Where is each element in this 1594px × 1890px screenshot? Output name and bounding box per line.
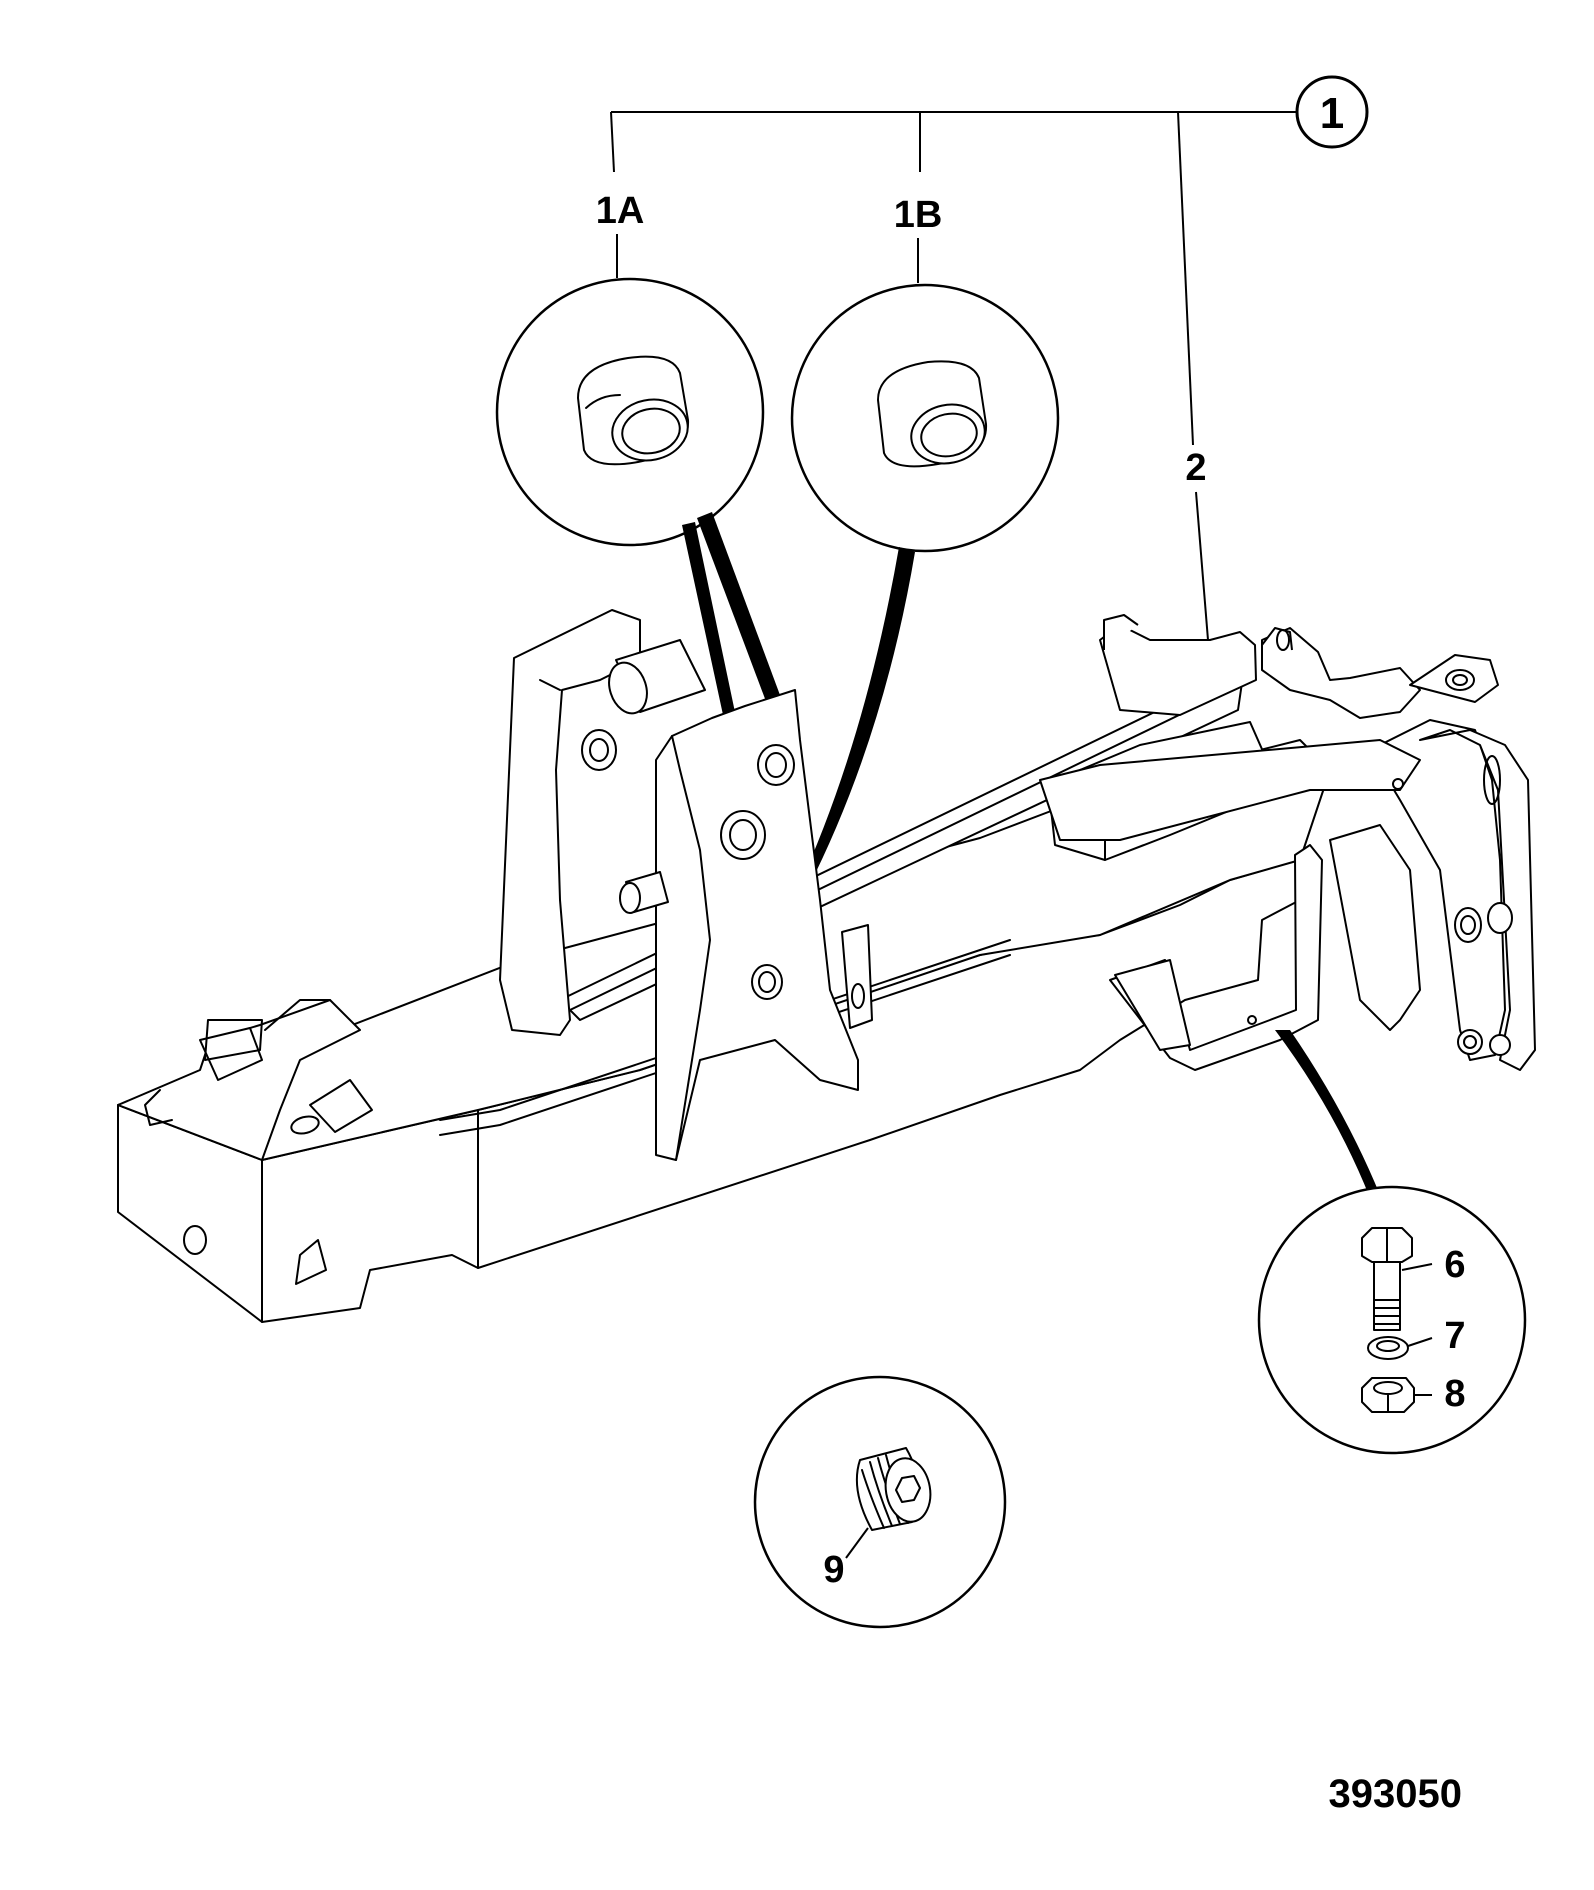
chassis-frame <box>117 609 1536 1323</box>
washer-icon <box>1367 1336 1409 1360</box>
callout-label-item-1: 1 <box>1320 89 1344 138</box>
threaded-plug-icon <box>855 1447 932 1531</box>
bushing-1b-icon <box>877 360 988 468</box>
detail-fasteners <box>1257 1185 1527 1455</box>
callout-label-item-1a[interactable]: 1A <box>596 190 645 232</box>
callout-label-item-2[interactable]: 2 <box>1185 447 1206 489</box>
detail-1a-pointer <box>682 522 740 739</box>
callout-tree-item-1: 1 <box>610 75 1369 446</box>
detail-1a-bushing <box>495 277 765 547</box>
nut-icon <box>1361 1377 1415 1413</box>
callout-label-item-8[interactable]: 8 <box>1444 1373 1465 1415</box>
detail-fasteners-pointer <box>1275 1030 1380 1198</box>
drawing-number: 393050 <box>1329 1772 1462 1816</box>
bolt-icon <box>1361 1227 1413 1331</box>
callout-label-item-9[interactable]: 9 <box>823 1549 844 1591</box>
bushing-1a-icon <box>577 355 690 466</box>
detail-1b-bushing <box>790 283 1060 553</box>
callout-label-item-7[interactable]: 7 <box>1444 1315 1465 1357</box>
callout-label-item-6[interactable]: 6 <box>1444 1244 1465 1286</box>
callout-label-item-1b[interactable]: 1B <box>894 194 943 236</box>
detail-plug <box>753 1375 1007 1629</box>
detail-1b-pointer <box>784 547 915 922</box>
